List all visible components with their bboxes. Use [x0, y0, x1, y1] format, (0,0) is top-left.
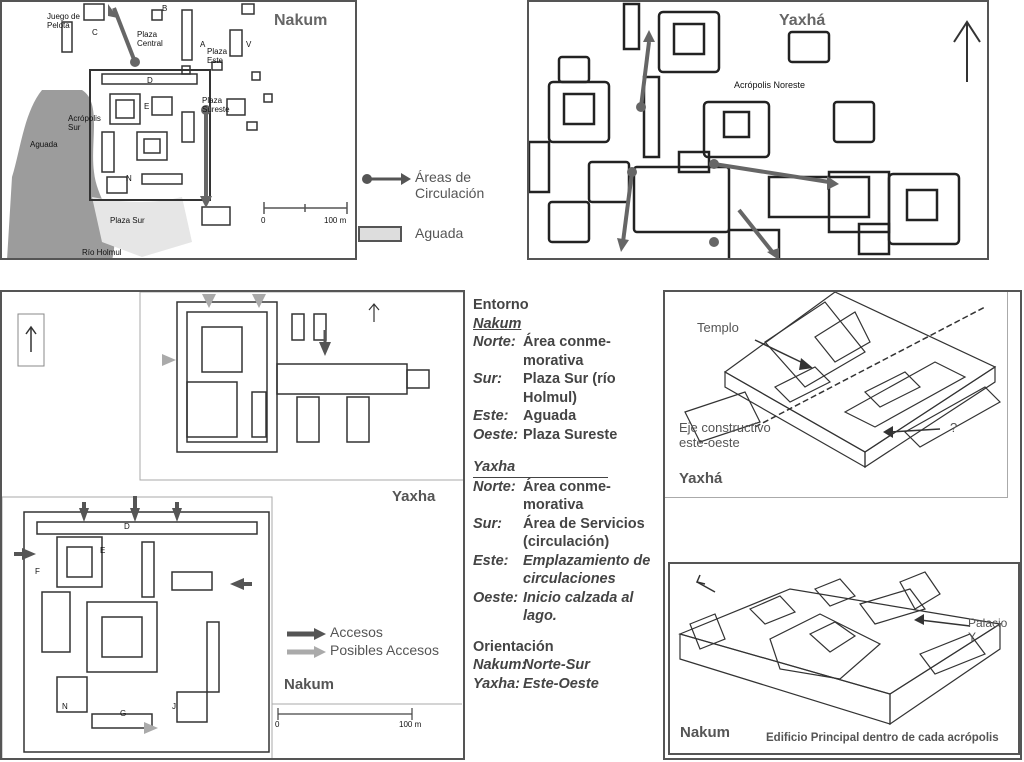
entorno-row: Oeste:Plaza Sureste	[473, 426, 663, 445]
letter-a: A	[200, 40, 206, 49]
row-key: Sur:	[473, 515, 502, 532]
row-key: Este:	[473, 408, 509, 424]
nakum-perspective-drawing	[678, 571, 1002, 726]
row-value: Inicio calzada al lago.	[523, 589, 634, 625]
label-juego: Juego de Pelota	[47, 12, 80, 30]
row-key: Nakum:	[473, 657, 527, 673]
label-rio-holmul: Río Holmul	[82, 248, 122, 257]
yaxha-map-title: Yaxhá	[779, 12, 826, 29]
plan-nakum-label: Nakum	[284, 676, 335, 693]
yaxha-map-drawing	[529, 2, 981, 258]
letter-d: D	[147, 76, 153, 85]
row-key: Norte:	[473, 478, 516, 495]
entorno-row: Norte: Área conme- morativa	[473, 478, 663, 515]
nakum-subheading: Nakum	[473, 315, 522, 332]
row-value: Área conme- morativa	[523, 478, 611, 514]
plan-letter-j: J	[172, 702, 176, 711]
nakum-map-panel: Nakum Juego de Pelota Plaza Central Plaz…	[0, 0, 357, 260]
row-key: Oeste:	[473, 589, 519, 606]
row-key: Este:	[473, 552, 509, 569]
legend-aguada: Aguada	[415, 225, 464, 241]
plan-letter-e: E	[100, 546, 106, 555]
yaxha-perspective: Templo Eje constructivo este-oeste ? Yax…	[665, 292, 1008, 498]
plans-drawing	[2, 292, 463, 758]
row-key: Sur:	[473, 371, 502, 387]
label-plaza-sur: Plaza Sur	[110, 216, 145, 225]
label-plaza-central: Plaza Central	[137, 30, 163, 48]
palacio-label: Palacio Y	[968, 616, 1008, 644]
label-acropolis-sur: Acrópolis Sur	[68, 114, 101, 132]
plan-scale-zero: 0	[275, 720, 280, 729]
nakum-map-drawing	[7, 3, 348, 258]
row-key: Norte:	[473, 334, 516, 350]
plan-letter-f: F	[35, 567, 40, 576]
yaxha-perspective-title: Yaxhá	[679, 470, 723, 487]
label-acropolis-noreste: Acrópolis Noreste	[734, 80, 806, 90]
entorno-heading: Entorno	[473, 297, 529, 313]
entorno-row: Yaxha:Este-Oeste	[473, 675, 663, 694]
row-value: Norte-Sur	[523, 657, 590, 673]
scale-zero: 0	[261, 216, 266, 225]
letter-v: V	[246, 40, 252, 49]
entorno-row: Sur: Plaza Sur (río Holmul)	[473, 370, 663, 407]
plan-yaxha-label: Yaxha	[392, 488, 436, 505]
letter-e: E	[144, 102, 150, 111]
row-value: Aguada	[523, 408, 577, 424]
row-key: Yaxha:	[473, 675, 521, 692]
label-plaza-este: Plaza Este	[207, 47, 228, 65]
templo-label: Templo	[697, 320, 739, 335]
plan-letter-g: G	[120, 709, 127, 718]
legend-posibles-accesos: Posibles Accesos	[330, 642, 439, 658]
row-value: Plaza Sureste	[523, 426, 618, 443]
description-column: Entorno Nakum Norte: Área conme- morativa…	[473, 296, 663, 693]
row-value: Este-Oeste	[523, 675, 599, 692]
plan-letter-n: N	[62, 702, 68, 711]
letter-c: C	[92, 28, 98, 37]
yaxha-subheading: Yaxha	[473, 458, 608, 478]
nakum-legend: Áreas de Circulación Aguada	[357, 165, 522, 255]
nakum-map-title: Nakum	[274, 12, 328, 29]
scale-end: 100 m	[324, 216, 347, 225]
perspective-panel: Templo Eje constructivo este-oeste ? Yax…	[663, 290, 1022, 760]
plans-panel: Yaxha Nakum Accesos Posibles Accesos 0 1…	[0, 290, 465, 760]
row-key: Oeste:	[473, 426, 519, 443]
entorno-row: Oeste:Inicio calzada al lago.	[473, 589, 663, 626]
entorno-row: Nakum:Norte-Sur	[473, 656, 663, 675]
entorno-row: Norte: Área conme- morativa	[473, 333, 663, 370]
plan-letter-d: D	[124, 522, 130, 531]
row-value: Área de Servicios (circulación)	[523, 515, 645, 551]
nakum-perspective: Palacio Y Nakum Edificio Principal dentr…	[668, 562, 1020, 755]
letter-n: N	[126, 174, 132, 183]
eje-label: Eje constructivo este-oeste	[679, 420, 771, 450]
row-value: Área conme- morativa	[523, 334, 611, 369]
question-label: ?	[950, 420, 958, 435]
legend-accesos: Accesos	[330, 624, 383, 640]
nakum-perspective-title: Nakum	[680, 724, 731, 741]
orientacion-heading: Orientación	[473, 638, 554, 655]
entorno-row: Este: Aguada	[473, 407, 663, 426]
entorno-row: Este: Emplazamiento de circulaciones	[473, 552, 663, 589]
row-value: Plaza Sur (río Holmul)	[523, 371, 616, 406]
plan-scale-end: 100 m	[399, 720, 422, 729]
row-value: Emplazamiento de circulaciones	[523, 552, 651, 588]
label-plaza-sureste: Plaza Sureste	[202, 96, 230, 114]
perspective-caption: Edificio Principal dentro de cada acrópo…	[766, 732, 999, 744]
yaxha-perspective-drawing	[684, 292, 1001, 469]
label-aguada: Aguada	[30, 140, 58, 149]
legend-symbols	[358, 173, 411, 242]
entorno-row: Sur: Área de Servicios (circulación)	[473, 515, 663, 552]
letter-b: B	[162, 4, 168, 13]
legend-circulacion: Áreas de Circulación	[415, 169, 485, 201]
yaxha-map-panel: Yaxhá Acrópolis Noreste	[527, 0, 989, 260]
